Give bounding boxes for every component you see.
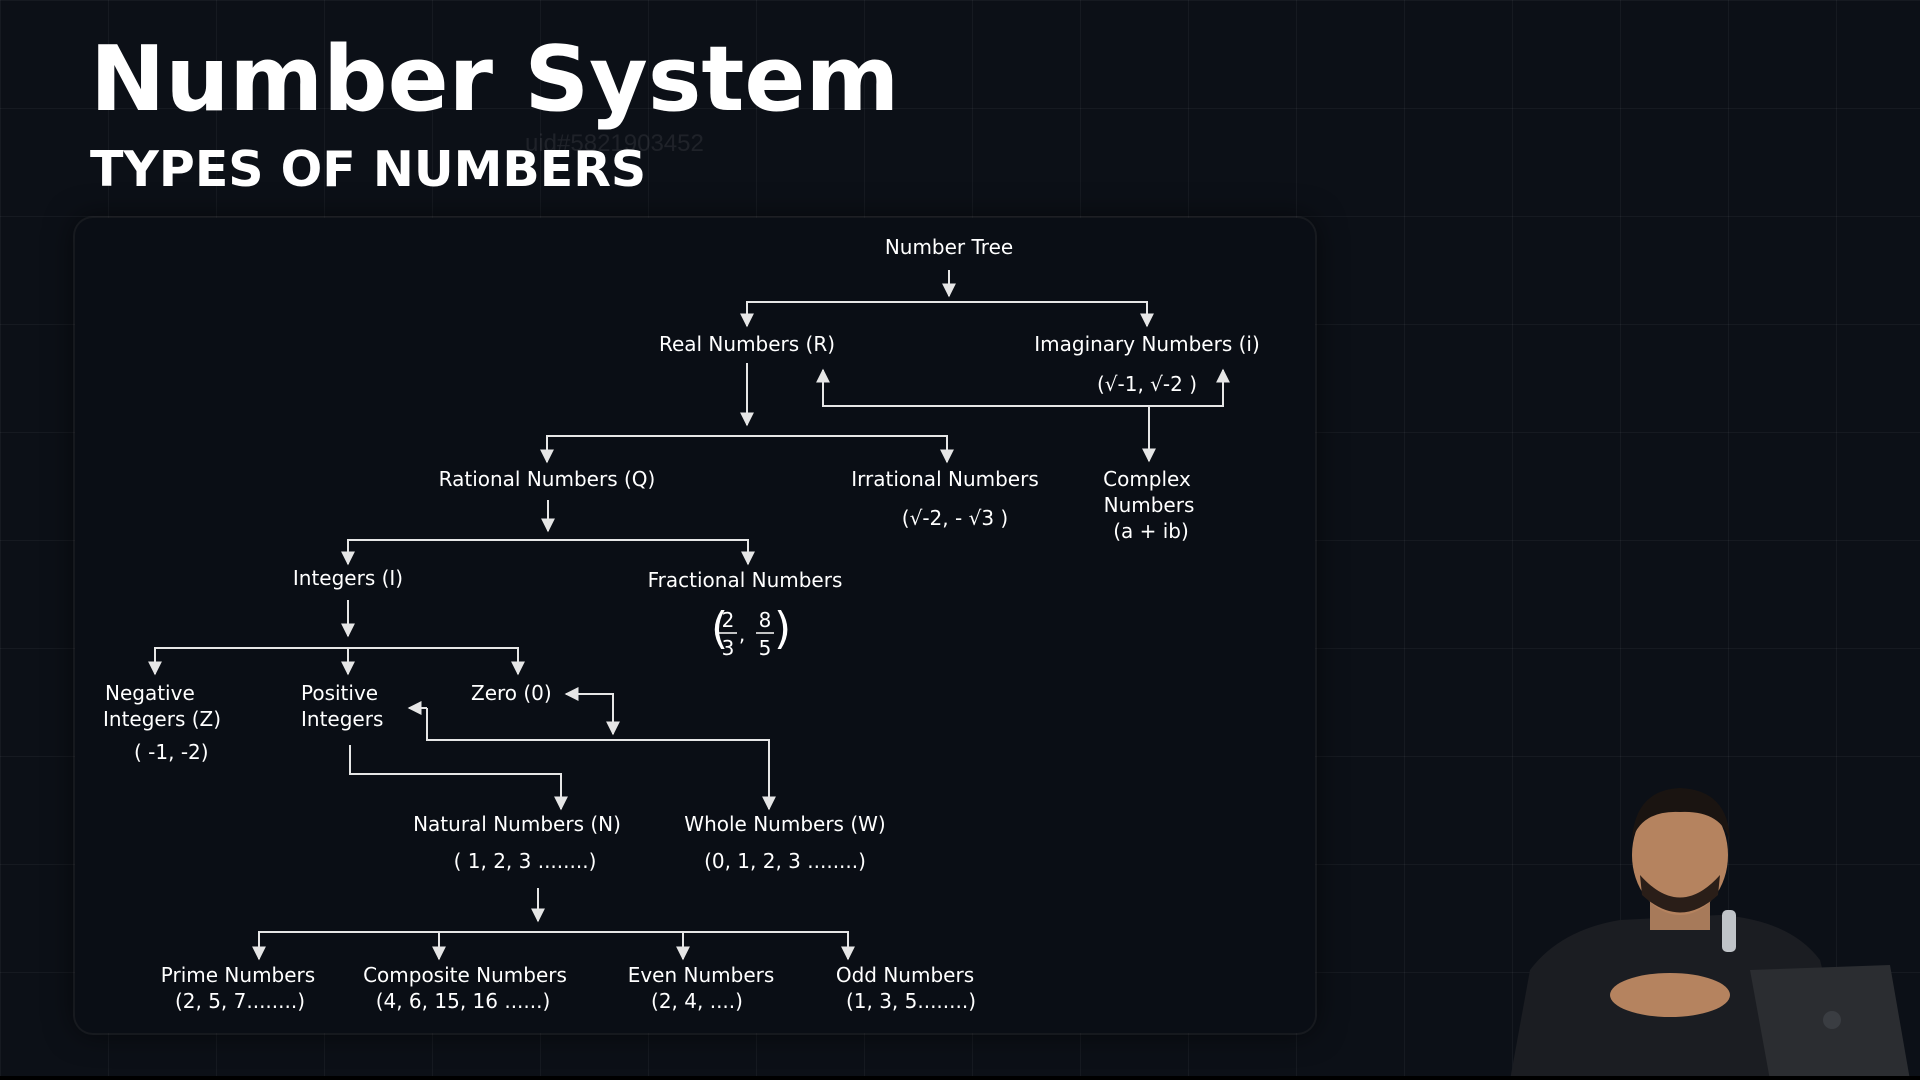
- node-negative-example: ( -1, -2): [134, 740, 209, 764]
- fraction2-numerator: 8: [759, 608, 772, 632]
- edges: [148, 270, 1230, 961]
- presenter-head: [1632, 795, 1728, 915]
- node-positive-line1: Positive: [301, 681, 378, 705]
- laptop-logo-icon: [1823, 1011, 1841, 1029]
- node-irrational-numbers: Irrational Numbers: [851, 467, 1039, 491]
- node-composite-numbers: Composite Numbers: [363, 963, 567, 987]
- node-positive-line2: Integers: [301, 707, 383, 731]
- node-real-numbers: Real Numbers (R): [659, 332, 835, 356]
- node-complex-line2: Numbers: [1104, 493, 1195, 517]
- fraction2-denominator: 5: [759, 636, 772, 660]
- presenter-hands: [1610, 973, 1730, 1017]
- edge-whole-to-zero: [567, 693, 614, 733]
- fraction-comma: ,: [739, 622, 745, 646]
- node-even-numbers: Even Numbers: [628, 963, 775, 987]
- node-imaginary-example: (√-1, √-2 ): [1097, 372, 1197, 396]
- edge-positive-natural: [349, 745, 562, 808]
- fraction-open-paren: (: [711, 603, 728, 654]
- node-negative-line1: Negative: [105, 681, 195, 705]
- diagram-panel: Number Tree Real Numbers (R) Imaginary N…: [75, 218, 1315, 1033]
- number-tree-diagram: Number Tree Real Numbers (R) Imaginary N…: [103, 235, 1260, 1013]
- presenter-beard: [1640, 875, 1720, 913]
- node-composite-example: (4, 6, 15, 16 ......): [376, 989, 551, 1013]
- edge-tree-split: [746, 301, 1148, 325]
- presenter-video: [1510, 788, 1910, 1080]
- presenter-mic: [1722, 910, 1736, 952]
- fraction-example: ( 2 3 , 8 5 ): [711, 603, 791, 660]
- node-whole-example: (0, 1, 2, 3 ........): [704, 849, 866, 873]
- node-fractional-numbers: Fractional Numbers: [648, 568, 843, 592]
- node-prime-example: (2, 5, 7........): [175, 989, 305, 1013]
- node-odd-example: (1, 3, 5........): [846, 989, 976, 1013]
- node-imaginary-numbers: Imaginary Numbers (i): [1034, 332, 1260, 356]
- edge-rational-split: [347, 539, 749, 563]
- fraction-close-paren: ): [774, 603, 791, 654]
- edge-natural-split: [258, 931, 849, 958]
- node-negative-line2: Integers (Z): [103, 707, 221, 731]
- fraction1-denominator: 3: [722, 636, 735, 660]
- node-zero: Zero (0): [471, 681, 552, 705]
- node-integers: Integers (I): [293, 566, 403, 590]
- node-odd-numbers: Odd Numbers: [836, 963, 974, 987]
- node-number-tree: Number Tree: [885, 235, 1013, 259]
- edge-real-split: [546, 435, 948, 461]
- presenter-hair: [1632, 788, 1730, 840]
- node-rational-numbers: Rational Numbers (Q): [439, 467, 656, 491]
- slide-subtitle: TYPES OF NUMBERS: [90, 141, 647, 198]
- node-prime-numbers: Prime Numbers: [161, 963, 315, 987]
- node-irrational-example: (√-2, - √3 ): [902, 506, 1008, 530]
- edge-integers-split: [154, 647, 519, 673]
- slide-title: Number System: [90, 27, 900, 132]
- watermark: uid#5821903452: [525, 130, 704, 157]
- node-even-example: (2, 4, ....): [651, 989, 743, 1013]
- node-complex-line3: (a + ib): [1113, 519, 1189, 543]
- edge-positive-whole: [426, 708, 770, 808]
- fraction1-numerator: 2: [722, 608, 735, 632]
- node-complex-line1: Complex: [1103, 467, 1191, 491]
- bottom-bar: [0, 1076, 1920, 1080]
- node-whole-numbers: Whole Numbers (W): [684, 812, 885, 836]
- node-natural-example: ( 1, 2, 3 ........): [454, 849, 597, 873]
- node-natural-numbers: Natural Numbers (N): [413, 812, 621, 836]
